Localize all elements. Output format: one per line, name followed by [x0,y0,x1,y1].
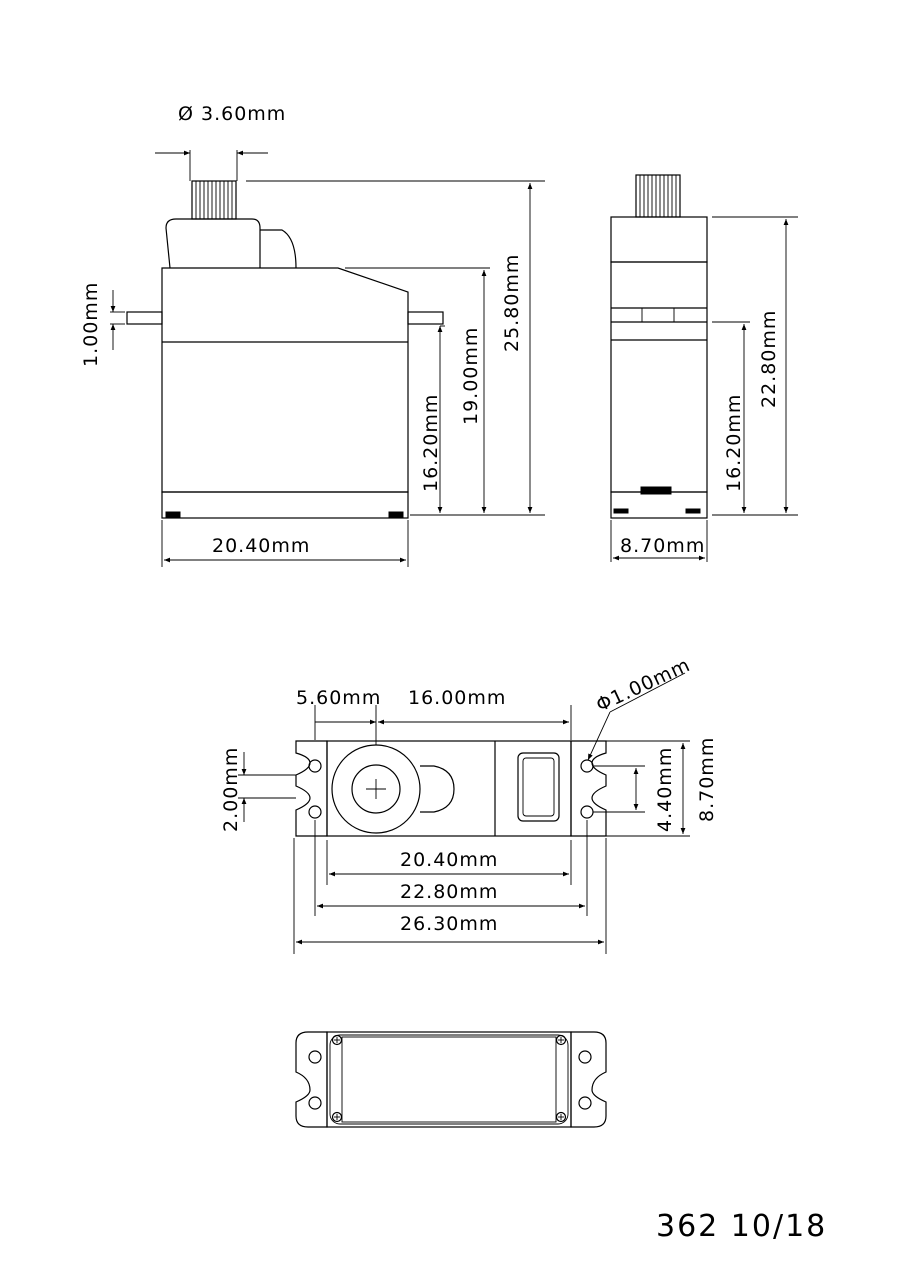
dim-thickness: 1.00mm [80,282,102,367]
dim-width-front: 20.40mm [212,535,310,557]
dim-height-total: 25.80mm [501,254,523,352]
dim-width-overall: 26.30mm [400,913,498,935]
dim-width-body: 20.40mm [400,849,498,871]
dim-depth-top: 8.70mm [696,737,718,822]
dim-top-spacing: 16.00mm [408,687,506,709]
dim-height-ear-top: 19.00mm [460,327,482,425]
top-view: 5.60mm 16.00mm Φ1.00mm 2.00mm 4.40mm 8.7… [220,654,718,954]
front-view: Ø 3.60mm 1.00mm 25.80mm 19.00mm 16.20mm … [80,103,545,567]
dim-height-side-ear: 16.20mm [723,394,745,492]
dim-width-side: 8.70mm [620,535,705,557]
dim-shaft-diameter: Ø 3.60mm [178,103,286,125]
dim-hole-spacing: 4.40mm [654,747,676,832]
screw-icon [331,1034,567,1123]
dim-hole-diameter: Φ1.00mm [593,654,694,717]
dim-slot-width: 2.00mm [220,747,242,832]
dim-height-side-total: 22.80mm [758,310,780,408]
dim-top-offset: 5.60mm [296,687,381,709]
side-view: 22.80mm 16.20mm 8.70mm [610,174,798,562]
dim-width-holes: 22.80mm [400,881,498,903]
bottom-view [295,1031,607,1128]
drawing-code: 362 10/18 [656,1209,827,1244]
dim-height-ear-side: 16.20mm [420,394,442,492]
